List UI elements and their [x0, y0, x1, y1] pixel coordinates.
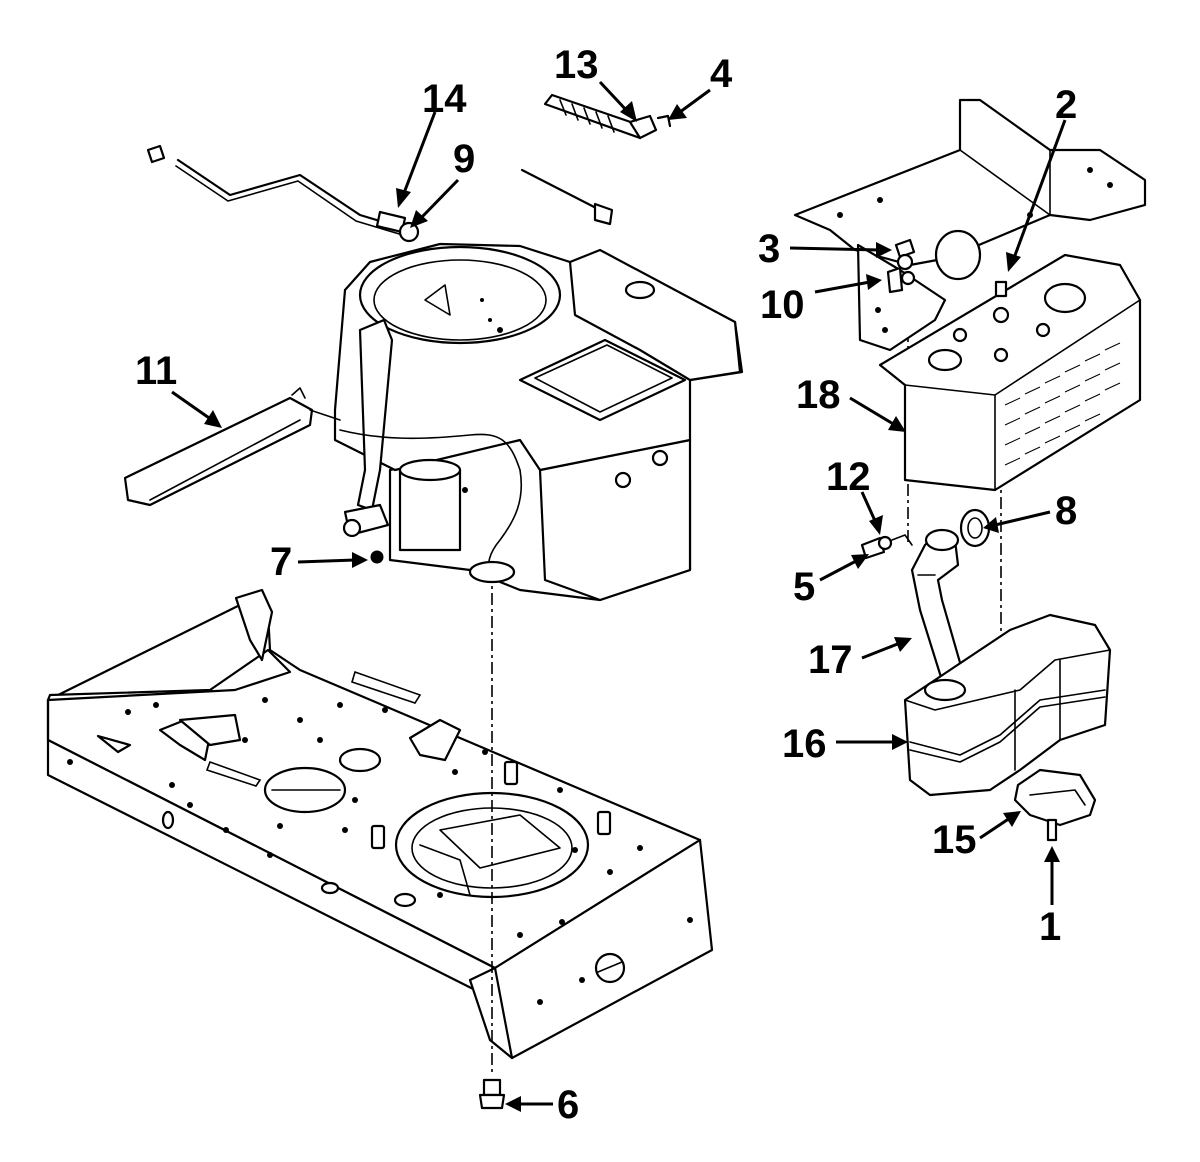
- callout-13: 13: [554, 43, 599, 87]
- part-12-5-bolt: [860, 534, 913, 560]
- callout-2: 2: [1055, 83, 1077, 127]
- part-11-panel: [123, 387, 341, 507]
- throttle-rod: [146, 144, 420, 243]
- callout-4: 4: [710, 52, 733, 96]
- callout-14: 14: [422, 77, 467, 121]
- hardware-2-3-10: [886, 238, 1008, 298]
- part-17-exhaust-pipe: [910, 528, 967, 692]
- callout-9: 9: [453, 137, 475, 181]
- part-18-heat-shield: [878, 253, 1142, 492]
- chassis-frame: [46, 588, 714, 1060]
- spring-and-screw: [520, 93, 672, 226]
- callout-11: 11: [135, 349, 177, 393]
- engine: [333, 242, 744, 602]
- part-16-muffler: [903, 613, 1112, 797]
- callout-10: 10: [760, 283, 805, 327]
- callout-8: 8: [1055, 489, 1077, 533]
- part-7-nut: [370, 550, 384, 564]
- callout-6: 6: [557, 1083, 579, 1127]
- callout-12: 12: [826, 455, 871, 499]
- part-6-bolt: [478, 1078, 506, 1110]
- callout-1: 1: [1039, 905, 1061, 949]
- mounting-bracket: [793, 98, 1147, 352]
- callout-16: 16: [782, 722, 827, 766]
- callout-7: 7: [270, 540, 292, 584]
- callout-labels: 1 2 3 4 5 6 7 8 9 10 11 12 13 14 15 16 1…: [135, 43, 1077, 1127]
- callout-3: 3: [758, 227, 780, 271]
- callout-leaders: [171, 80, 1067, 1112]
- callout-18: 18: [796, 373, 841, 417]
- callout-15: 15: [932, 818, 977, 862]
- callout-17: 17: [808, 638, 853, 682]
- part-15-deflector: [1013, 768, 1097, 842]
- heat-shield-vents: [1004, 342, 1121, 466]
- callout-5: 5: [793, 565, 815, 609]
